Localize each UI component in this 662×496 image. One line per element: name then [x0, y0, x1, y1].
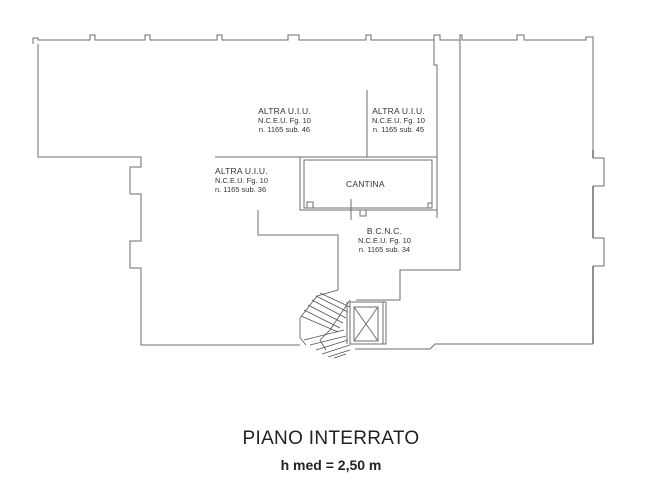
corridor-wall-right [356, 35, 461, 301]
room-cadastre: N.C.E.U. Fg. 10 [215, 176, 268, 186]
room-cadastre: N.C.E.U. Fg. 10 [258, 116, 311, 126]
bcnc-wall [257, 210, 339, 290]
cantina-walls [299, 156, 438, 220]
room-parcel: n. 1165 sub. 46 [258, 125, 311, 135]
room-label-cantina: CANTINA [346, 179, 385, 189]
corridor-wall [433, 35, 438, 218]
room-parcel: n. 1165 sub. 45 [372, 125, 425, 135]
outer-wall [32, 34, 605, 350]
room-name: CANTINA [346, 179, 385, 189]
room-name: ALTRA U.I.U. [215, 166, 268, 176]
room-label-bcnc: B.C.N.C. N.C.E.U. Fg. 10 n. 1165 sub. 34 [358, 226, 411, 254]
room-parcel: n. 1165 sub. 34 [358, 245, 411, 255]
room-name: ALTRA U.I.U. [258, 106, 311, 116]
room-label-sub-46: ALTRA U.I.U. N.C.E.U. Fg. 10 n. 1165 sub… [258, 106, 311, 134]
room-parcel: n. 1165 sub. 36 [215, 185, 267, 195]
room-name: B.C.N.C. [366, 226, 403, 236]
elevator-shaft [346, 301, 387, 345]
room-name: ALTRA U.I.U. [372, 106, 425, 116]
room-cadastre: N.C.E.U. Fg. 10 [372, 116, 425, 126]
drawing-subtitle: h med = 2,50 m [280, 457, 382, 473]
room-cadastre: N.C.E.U. Fg. 10 [358, 236, 411, 246]
staircase [299, 289, 351, 359]
room-label-sub-36: ALTRA U.I.U. N.C.E.U. Fg. 10 n. 1165 sub… [215, 166, 268, 194]
room-label-sub-45: ALTRA U.I.U. N.C.E.U. Fg. 10 n. 1165 sub… [372, 106, 425, 134]
drawing-title: PIANO INTERRATO [242, 428, 420, 449]
